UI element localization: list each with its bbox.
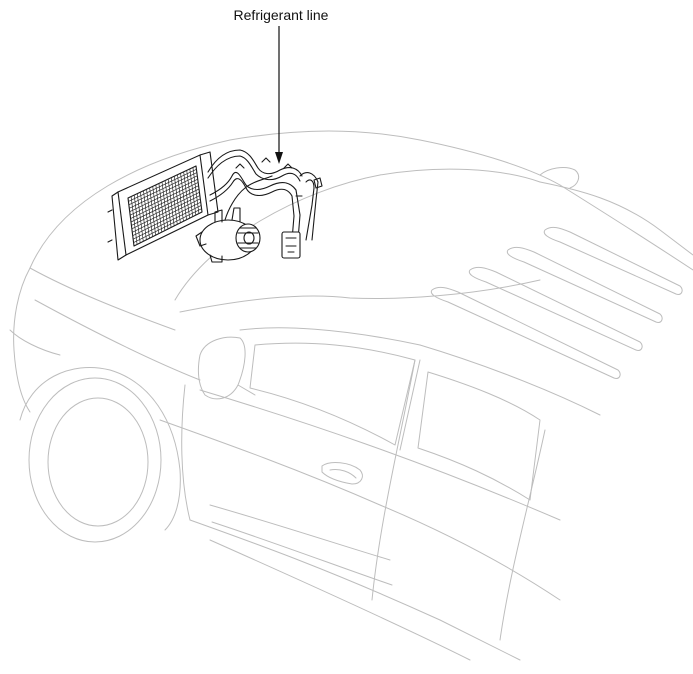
suction-line — [224, 175, 273, 221]
condenser-core-border — [127, 165, 203, 247]
bumper-line — [9, 329, 61, 356]
rear-door-edge — [499, 429, 546, 641]
expansion-valve-block — [281, 231, 301, 259]
condenser-tube — [129, 175, 198, 209]
refrigerant-line-label: Refrigerant line — [233, 7, 329, 23]
condenser-tube — [128, 172, 198, 206]
refrigerant-lines — [207, 149, 323, 259]
door-handle-recess — [329, 469, 357, 479]
compressor — [195, 207, 261, 263]
condenser-tube — [128, 168, 197, 202]
headlamp-line — [29, 267, 176, 331]
service-port-cap — [313, 177, 323, 189]
fender-crease — [34, 299, 201, 381]
cowl-bar — [539, 167, 580, 189]
discharge-line-inner — [207, 155, 301, 182]
roof-rail — [419, 344, 601, 416]
sill-top — [209, 504, 391, 561]
condenser-tube — [129, 182, 199, 216]
compressor-mount — [195, 231, 223, 263]
condenser-tube — [130, 188, 200, 223]
side-skirt — [209, 539, 471, 661]
mirror-stem — [237, 384, 256, 396]
compressor-fittings — [214, 207, 241, 223]
condenser-tube — [132, 198, 201, 233]
wheel-arch — [19, 366, 181, 531]
condenser-tube — [129, 178, 198, 213]
front-window — [249, 342, 416, 446]
condenser-top-tank — [199, 151, 219, 216]
front-door-rear-edge — [371, 359, 416, 601]
callout-leader — [275, 26, 283, 164]
a-pillar — [239, 327, 421, 346]
rear-window — [417, 371, 541, 501]
condenser-tube — [132, 205, 202, 240]
hood-outer-outline — [29, 130, 561, 269]
windshield-edge — [559, 184, 693, 271]
cowl-line — [539, 181, 693, 256]
hood-crease — [179, 279, 541, 313]
condenser-fins — [128, 167, 202, 245]
liquid-line — [209, 171, 301, 241]
condenser-tube — [133, 208, 202, 243]
body-side-crease — [159, 419, 561, 601]
leader-arrowhead — [275, 152, 283, 164]
condenser-tube — [130, 185, 199, 219]
compressor-pulley — [235, 223, 261, 253]
compressor-pulley-grooves — [237, 227, 259, 249]
belt-line — [199, 389, 561, 521]
sill-bottom — [211, 521, 393, 586]
compressor-pulley-hub — [243, 231, 255, 245]
condenser-tube — [131, 191, 200, 226]
condenser-tube — [132, 201, 201, 237]
side-mirror — [197, 336, 246, 400]
cowl-vent-slats — [430, 226, 683, 379]
line-clamps — [235, 157, 303, 197]
expansion-valve-ports — [285, 237, 297, 253]
condenser — [107, 151, 219, 261]
discharge-line — [207, 149, 303, 177]
window-divider — [399, 359, 421, 451]
door-handle — [321, 462, 363, 485]
condenser-side-tank — [111, 191, 127, 261]
service-line — [299, 172, 319, 241]
front-tire-outer — [28, 377, 162, 543]
door-bottom — [189, 519, 521, 661]
front-fender — [13, 267, 31, 413]
liquid-line-inner — [209, 178, 295, 241]
condenser-tube — [131, 195, 201, 230]
ac-components — [107, 149, 323, 263]
vehicle-body-outline — [9, 130, 693, 661]
front-door-edge — [181, 384, 191, 521]
condenser-bracket-left — [107, 209, 113, 243]
front-tire-inner — [47, 397, 149, 527]
service-line-inner — [305, 179, 315, 241]
